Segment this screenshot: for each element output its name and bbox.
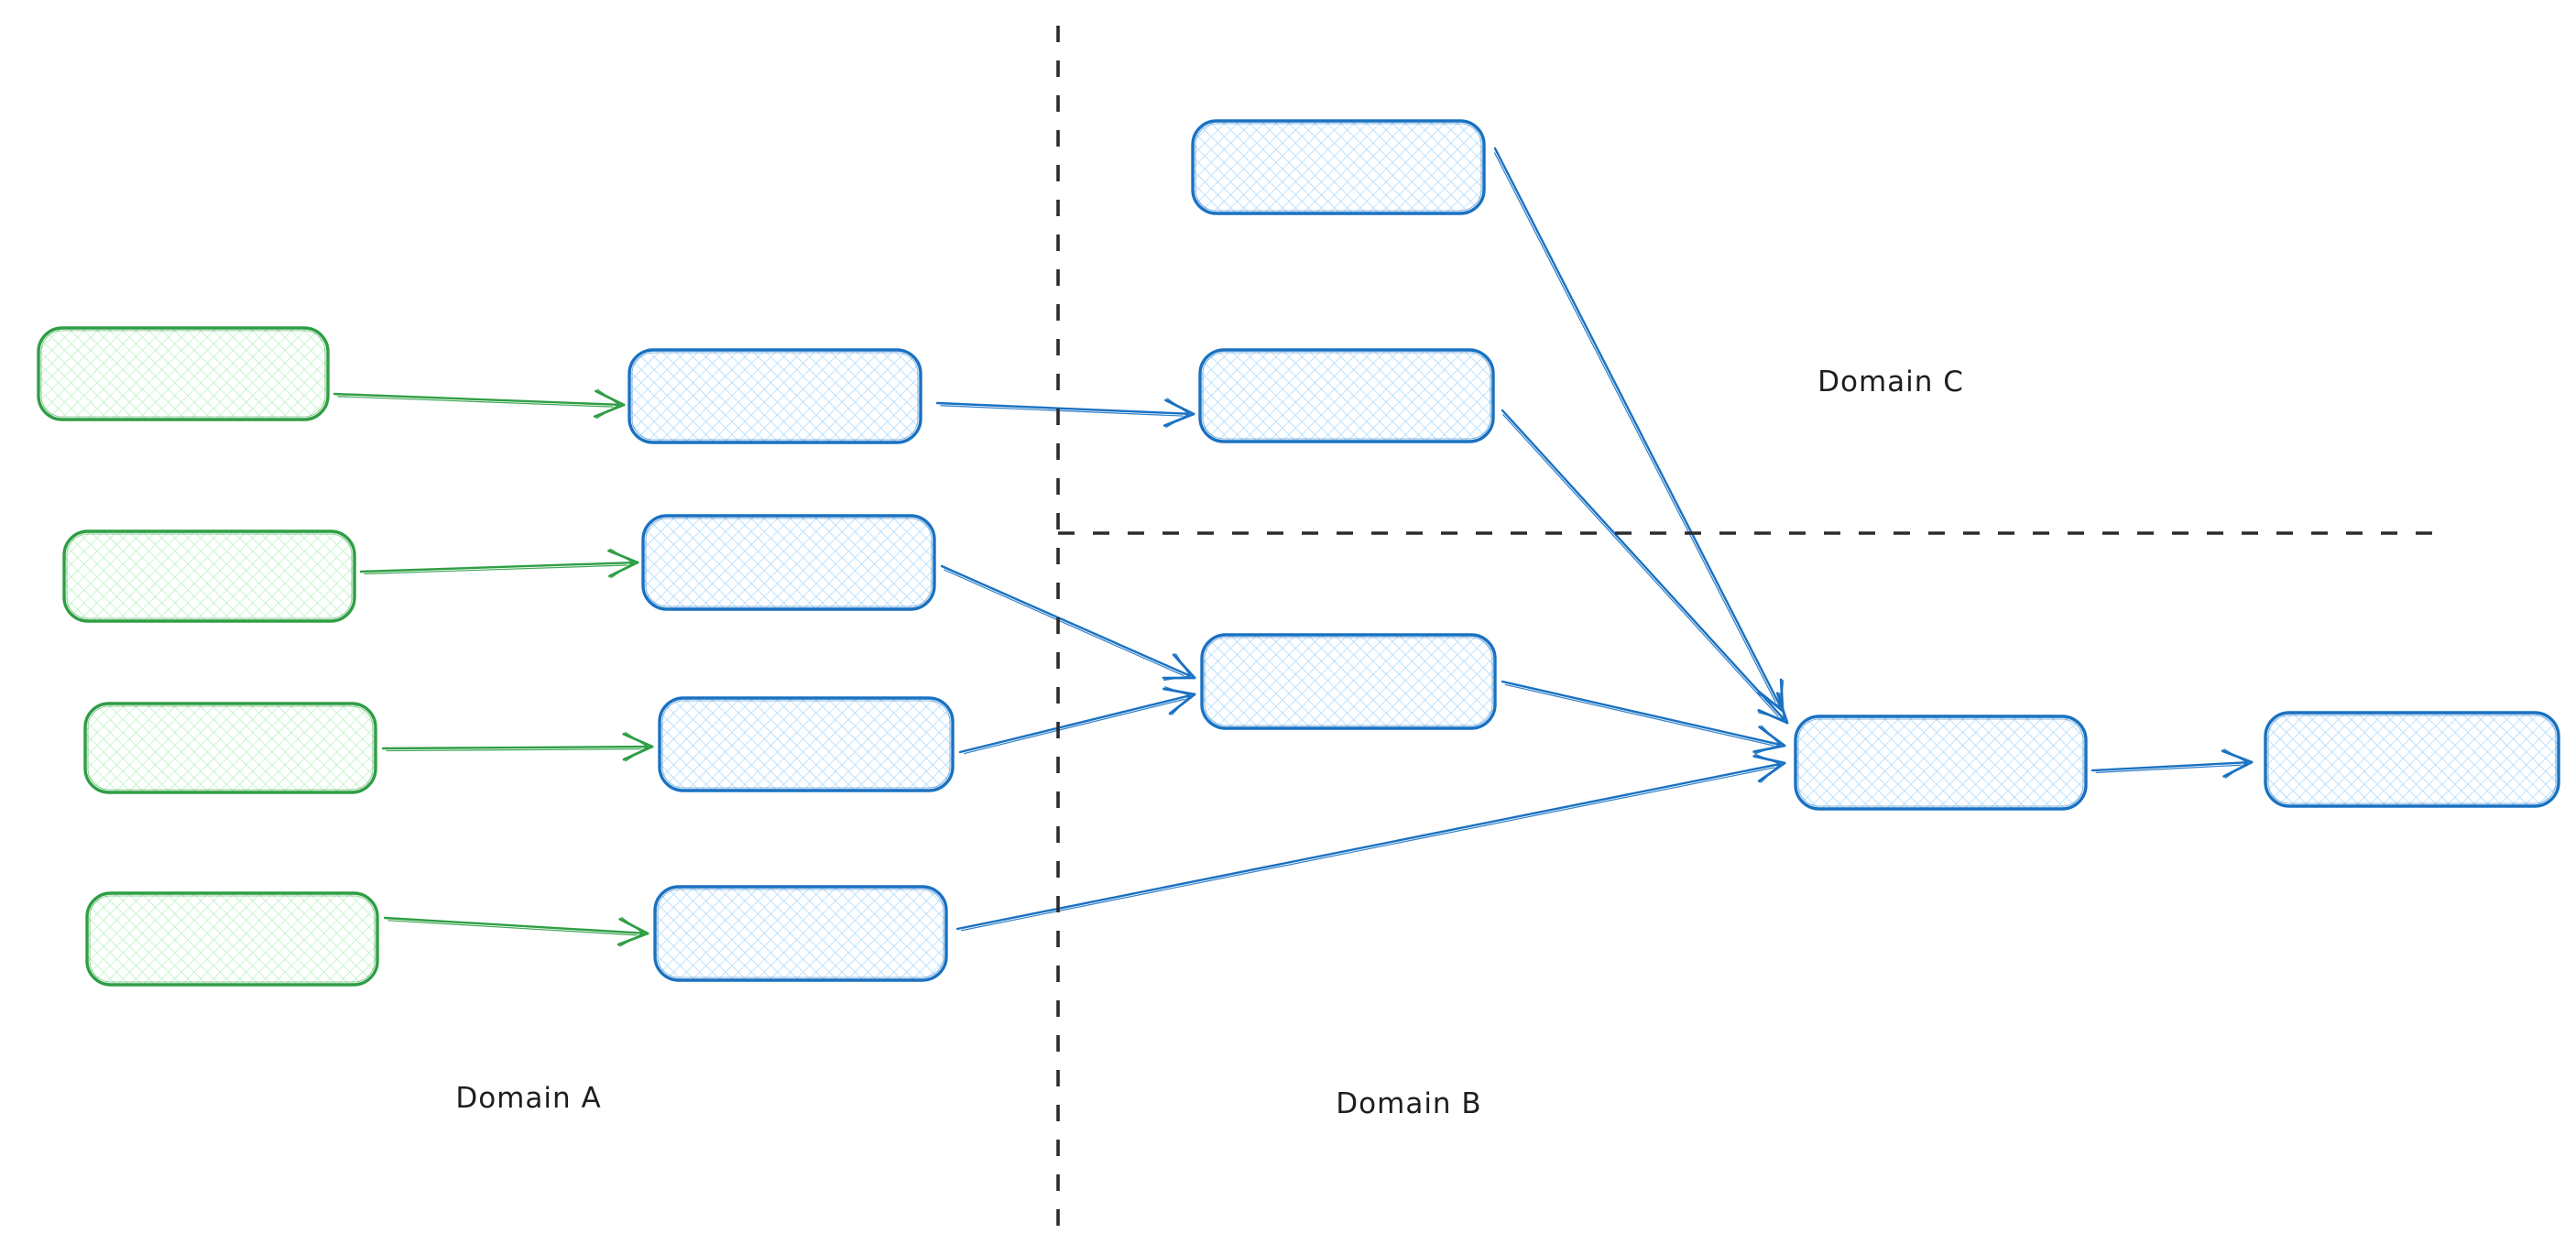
- edge-blue-a3-to-blue-b-hub[interactable]: [958, 686, 1196, 755]
- node-blue-c2[interactable]: [1198, 348, 1495, 443]
- edge-green-1-to-blue-a1[interactable]: [333, 388, 626, 420]
- node-blue-a3[interactable]: [658, 696, 955, 792]
- node-blue-b-merge[interactable]: [1794, 715, 2088, 811]
- edge-blue-a4-to-blue-b-merge[interactable]: [955, 753, 1786, 932]
- edge-blue-c1-to-blue-b-merge[interactable]: [1493, 147, 1785, 713]
- node-blue-b-hub[interactable]: [1200, 633, 1497, 730]
- node-blue-a4[interactable]: [653, 885, 948, 982]
- node-green-3[interactable]: [83, 702, 377, 794]
- node-green-1[interactable]: [37, 326, 330, 421]
- edge-blue-b-merge-to-blue-b-final[interactable]: [2090, 748, 2254, 779]
- node-blue-c1[interactable]: [1191, 119, 1486, 215]
- edge-blue-b-hub-to-blue-b-merge[interactable]: [1501, 680, 1786, 755]
- node-green-2[interactable]: [62, 529, 356, 623]
- edge-green-2-to-blue-a2[interactable]: [359, 548, 639, 579]
- edge-blue-c2-to-blue-b-merge[interactable]: [1501, 409, 1789, 725]
- node-blue-a1[interactable]: [628, 348, 922, 444]
- edge-blue-a1-to-blue-c2[interactable]: [935, 398, 1195, 429]
- domain-b-label[interactable]: Domain B: [1336, 1087, 1482, 1120]
- edge-green-4-to-blue-a4[interactable]: [383, 916, 649, 947]
- edge-blue-a2-to-blue-b-hub[interactable]: [940, 564, 1196, 682]
- edge-green-3-to-blue-a3[interactable]: [381, 731, 654, 762]
- domain-c-label[interactable]: Domain C: [1817, 366, 1964, 398]
- node-green-4[interactable]: [85, 891, 379, 987]
- domain-a-label[interactable]: Domain A: [455, 1082, 602, 1115]
- node-blue-b-final[interactable]: [2264, 711, 2560, 808]
- node-blue-a2[interactable]: [641, 514, 936, 611]
